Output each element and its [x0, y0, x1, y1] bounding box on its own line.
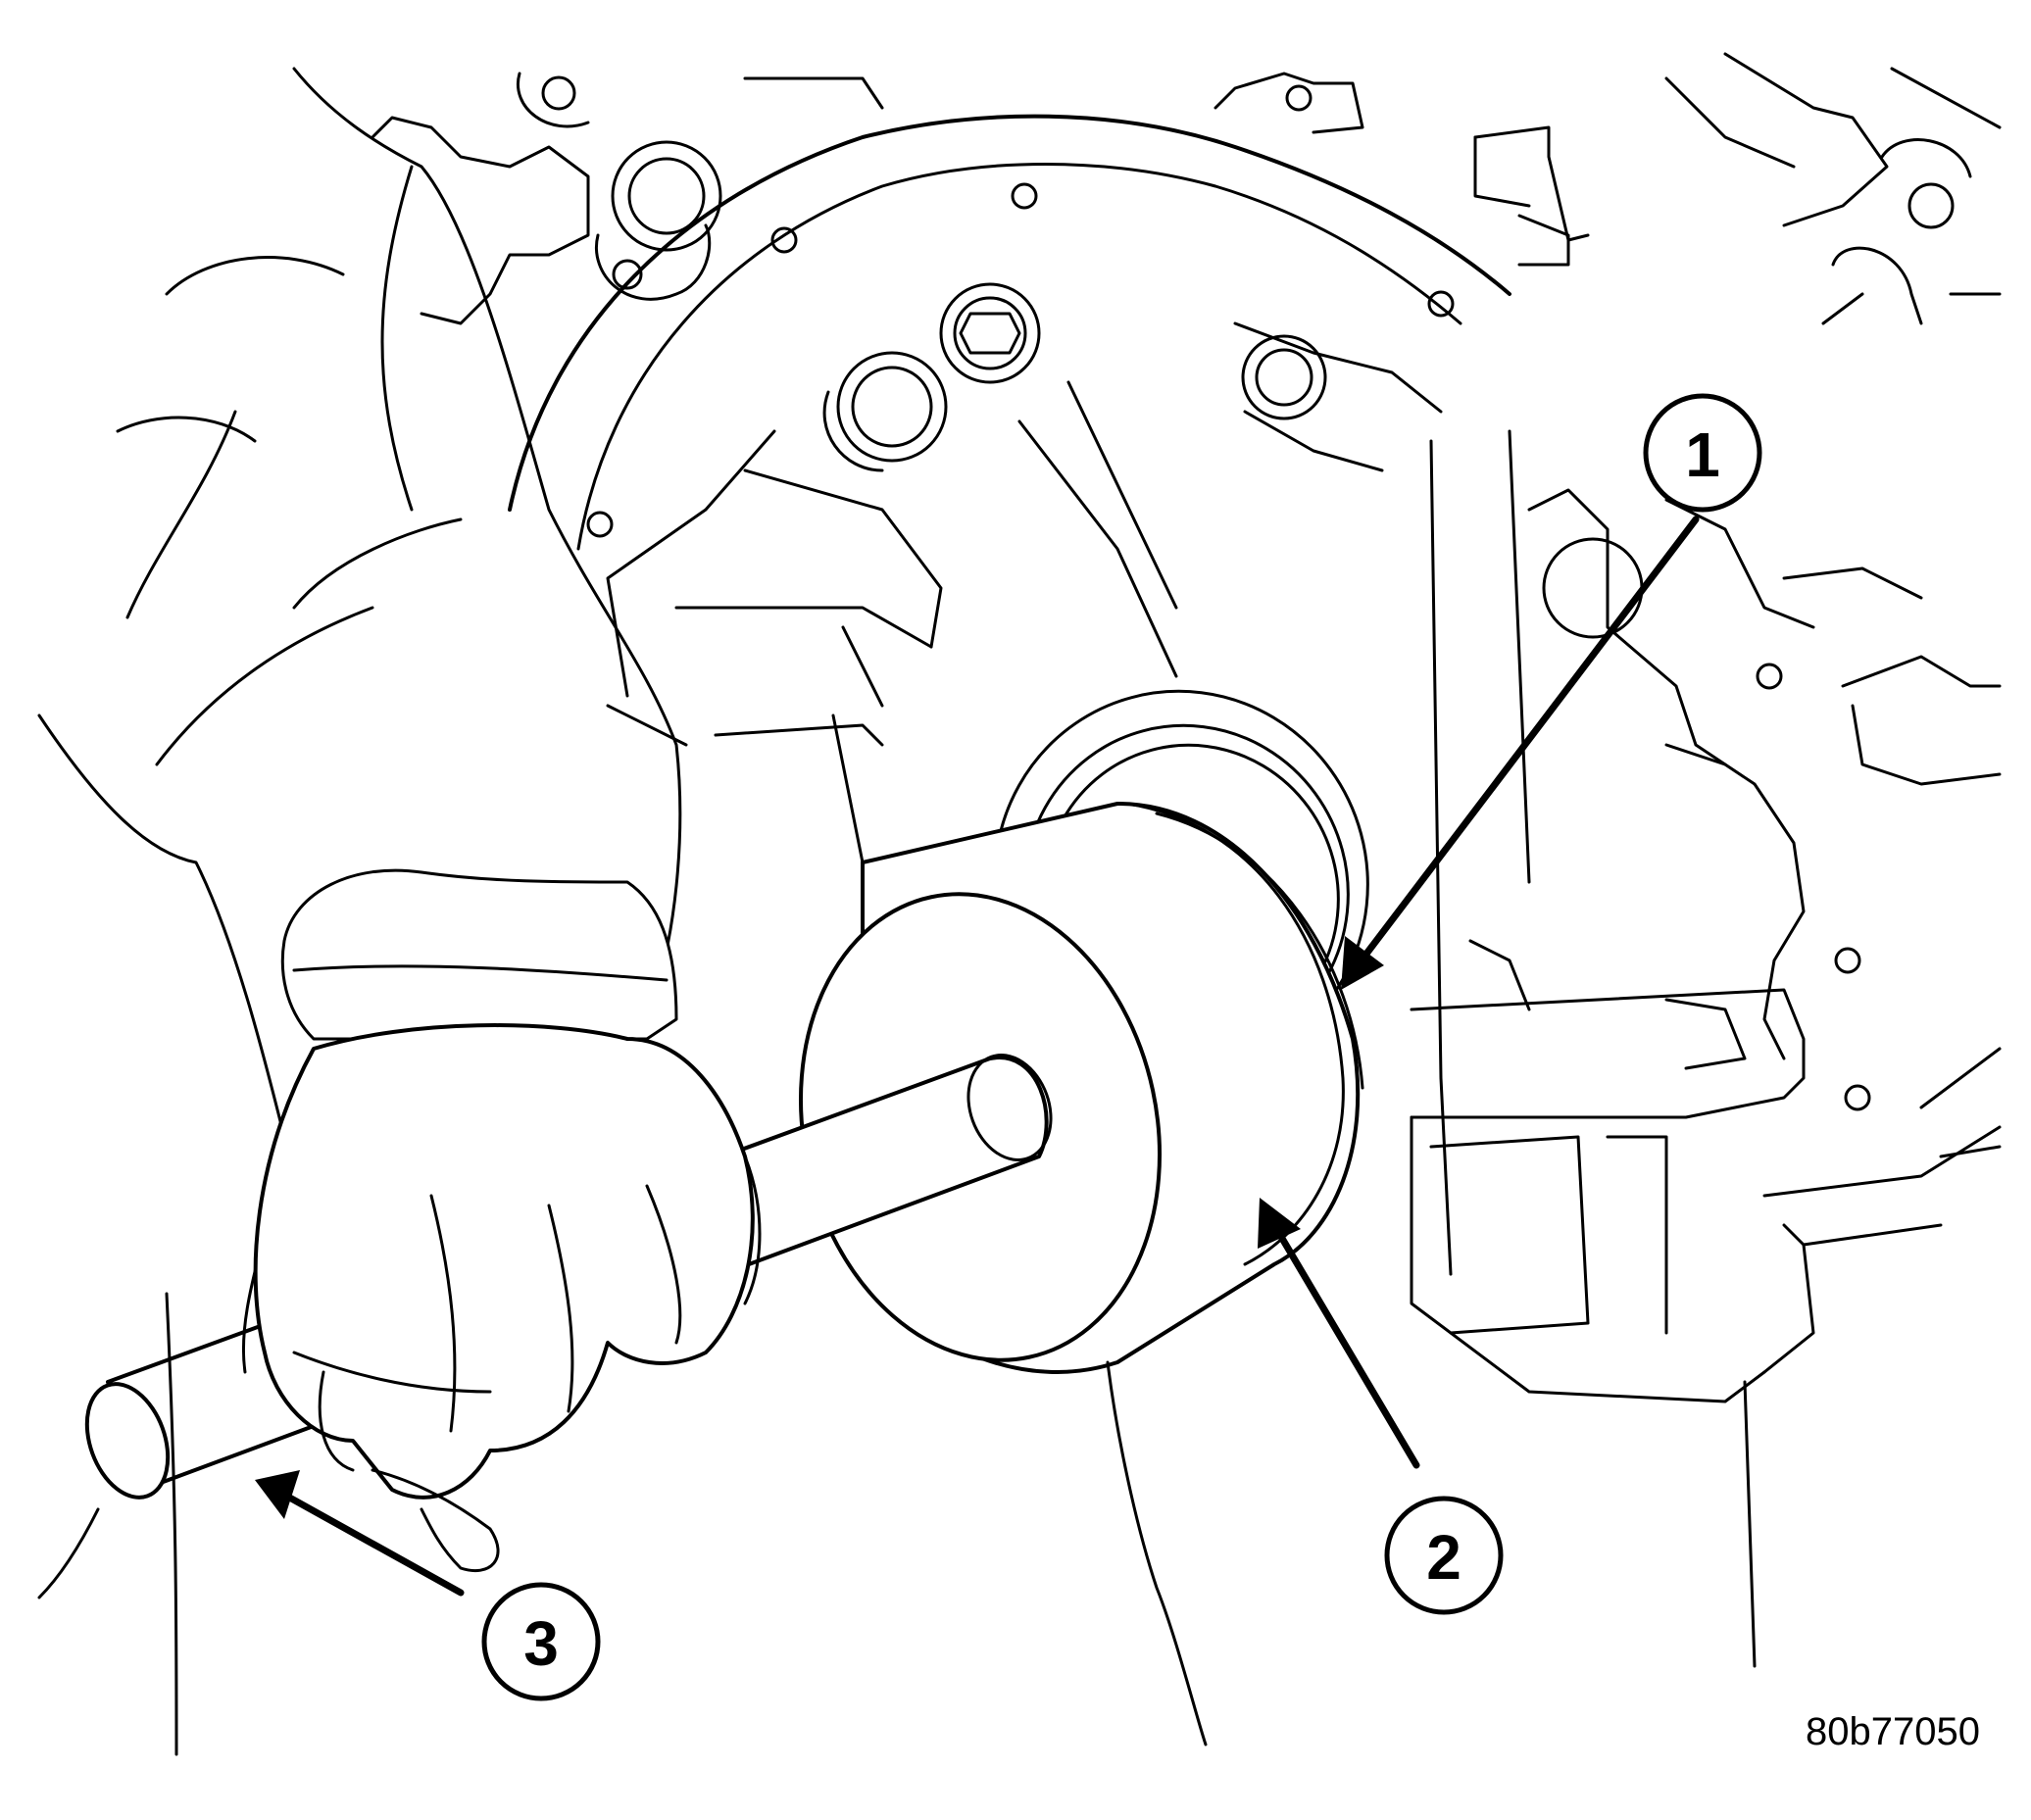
- callout-1-circle: [1643, 393, 1762, 513]
- callout-2-circle: [1384, 1496, 1504, 1615]
- callout-2: 2: [1384, 1496, 1504, 1615]
- callout-leaders: [255, 516, 1700, 1597]
- callout-1: 1: [1643, 393, 1762, 513]
- callout-3: 3: [481, 1582, 601, 1701]
- seal-installer-tool: [798, 802, 1364, 1746]
- engine-block: [371, 52, 2002, 1668]
- figure-id: 80b77050: [1806, 1710, 1980, 1753]
- callout-3-circle: [481, 1582, 601, 1701]
- callout-1-label: 1: [1685, 419, 1720, 490]
- callout-2-label: 2: [1426, 1522, 1461, 1593]
- callout-3-label: 3: [523, 1608, 559, 1679]
- technician-arm-and-hand: [37, 67, 762, 1756]
